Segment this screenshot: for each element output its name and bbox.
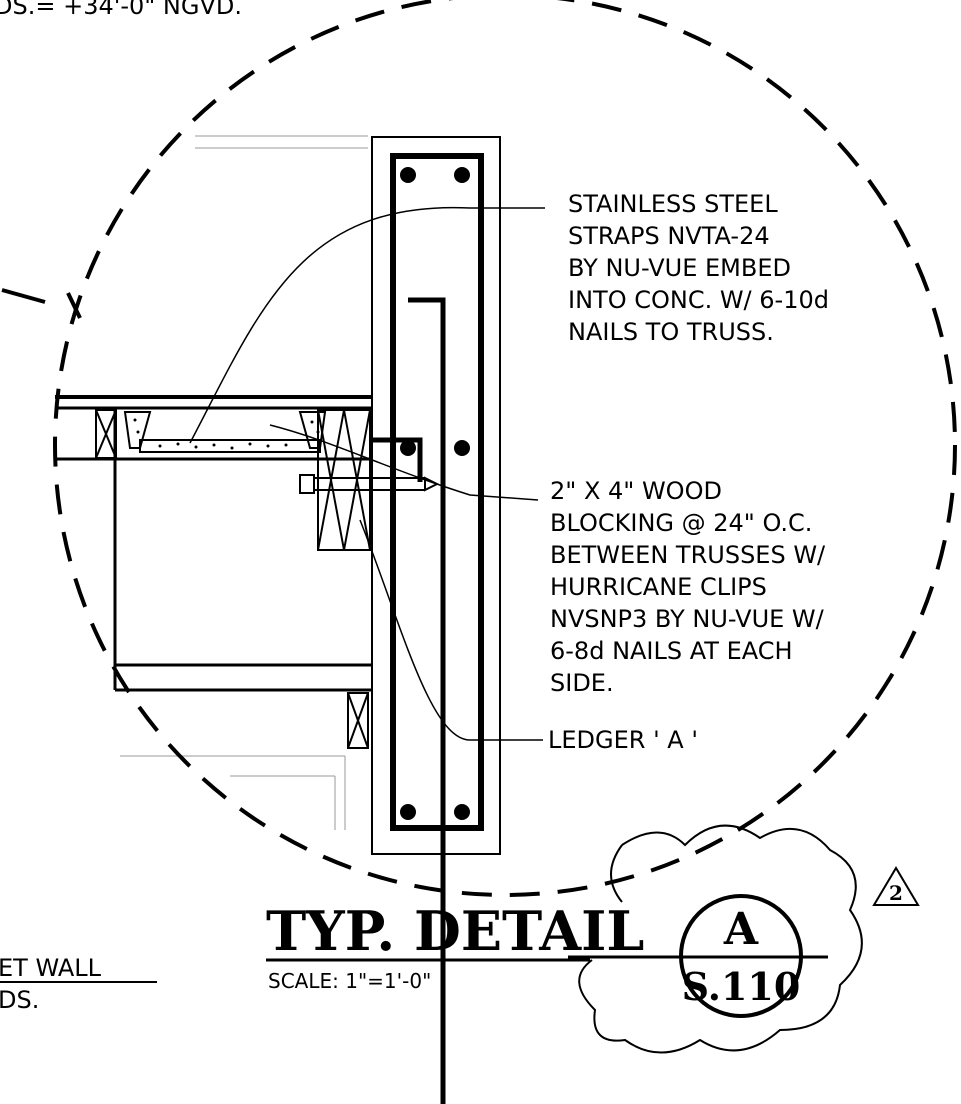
callout-straps: STAINLESS STEEL STRAPS NVTA-24 BY NU-VUE… [568, 190, 829, 346]
leader-lines [189, 206, 545, 741]
callout-ledger: LEDGER ' A ' [548, 726, 698, 754]
detail-letter: A [723, 904, 759, 955]
detail-circle [53, 0, 957, 897]
blocking-line-4: HURRICANE CLIPS [550, 573, 767, 601]
blocking-line-3: BETWEEN TRUSSES W/ [550, 541, 826, 569]
background-linework [120, 135, 368, 830]
revision-triangle: 2 [872, 866, 920, 906]
detail-title: TYP. DETAIL [266, 899, 644, 963]
straps-line-2: STRAPS NVTA-24 [568, 222, 770, 250]
straps-line-3: BY NU-VUE EMBED [568, 254, 791, 282]
detail-scale: SCALE: 1"=1'-0" [268, 969, 431, 993]
bottom-left-fragment-2: DS. [0, 986, 39, 1014]
blocking-line-5: NVSNP3 BY NU-VUE W/ [550, 605, 825, 633]
strap-bar [372, 297, 446, 1104]
anchor-bolt [299, 474, 440, 494]
straps-line-5: NAILS TO TRUSS. [568, 318, 774, 346]
blocking-line-7: SIDE. [550, 669, 614, 697]
concrete-beam [371, 136, 501, 855]
callout-blocking: 2" X 4" WOOD BLOCKING @ 24" O.C. BETWEEN… [550, 477, 826, 697]
straps-line-1: STAINLESS STEEL [568, 190, 778, 218]
sheet-number: S.110 [682, 964, 801, 1009]
revision-number: 2 [889, 881, 903, 905]
revision-cloud [578, 824, 863, 1054]
blocking-line-2: BLOCKING @ 24" O.C. [550, 509, 812, 537]
straps-line-4: INTO CONC. W/ 6-10d [568, 286, 829, 314]
bottom-left-fragment-1: ET WALL [0, 954, 102, 982]
floor-truss [55, 395, 372, 749]
detail-bubble: A S.110 [568, 894, 828, 1018]
left-leader-stub [1, 288, 82, 319]
concrete-topping [123, 411, 327, 453]
blocking-line-6: 6-8d NAILS AT EACH [550, 637, 793, 665]
top-fragment-text: DS.= +34'-0" NGVD. [0, 0, 242, 20]
rebar-dots [400, 167, 470, 820]
blocking-line-1: 2" X 4" WOOD [550, 477, 722, 505]
